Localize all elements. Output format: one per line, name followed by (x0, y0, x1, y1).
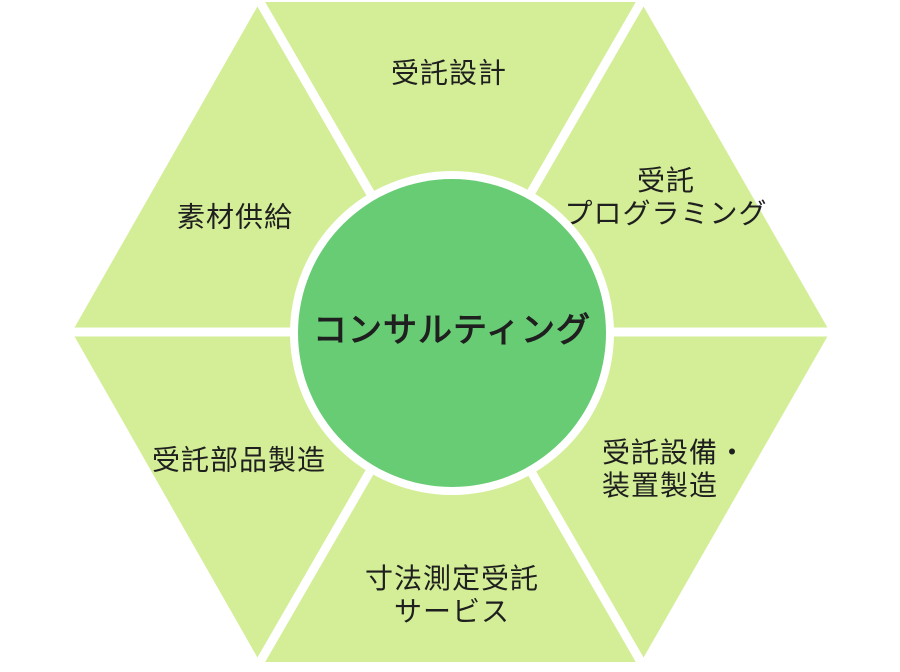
segment-label-bottom-left: 受託部品製造 (152, 444, 326, 477)
segment-label-bottom-right-line1: 受託設備・ (602, 437, 748, 468)
segment-label-bottom-right: 受託設備・ 装置製造 (602, 436, 747, 502)
segment-label-top-right-line1: 受託 (636, 165, 696, 196)
segment-label-top-line1: 受託設計 (390, 57, 508, 89)
segment-label-top-right: 受託 プログラミング (564, 164, 767, 230)
center-circle (298, 179, 606, 487)
segment-label-bottom-line1: 寸法測定受託 (364, 563, 540, 594)
segment-label-top-left-line1: 素材供給 (176, 201, 294, 233)
segment-label-top-right-line2: プログラミング (564, 198, 768, 229)
segment-label-top: 受託設計 (391, 57, 507, 90)
segment-label-bottom-line2: サービス (393, 596, 511, 627)
center-label: コンサルティング (313, 311, 591, 350)
segment-label-bottom-left-line1: 受託部品製造 (151, 444, 327, 476)
segment-label-bottom-right-line2: 装置製造 (602, 470, 719, 501)
segment-label-top-left: 素材供給 (177, 201, 293, 234)
segment-label-bottom: 寸法測定受託 サービス (365, 562, 539, 628)
